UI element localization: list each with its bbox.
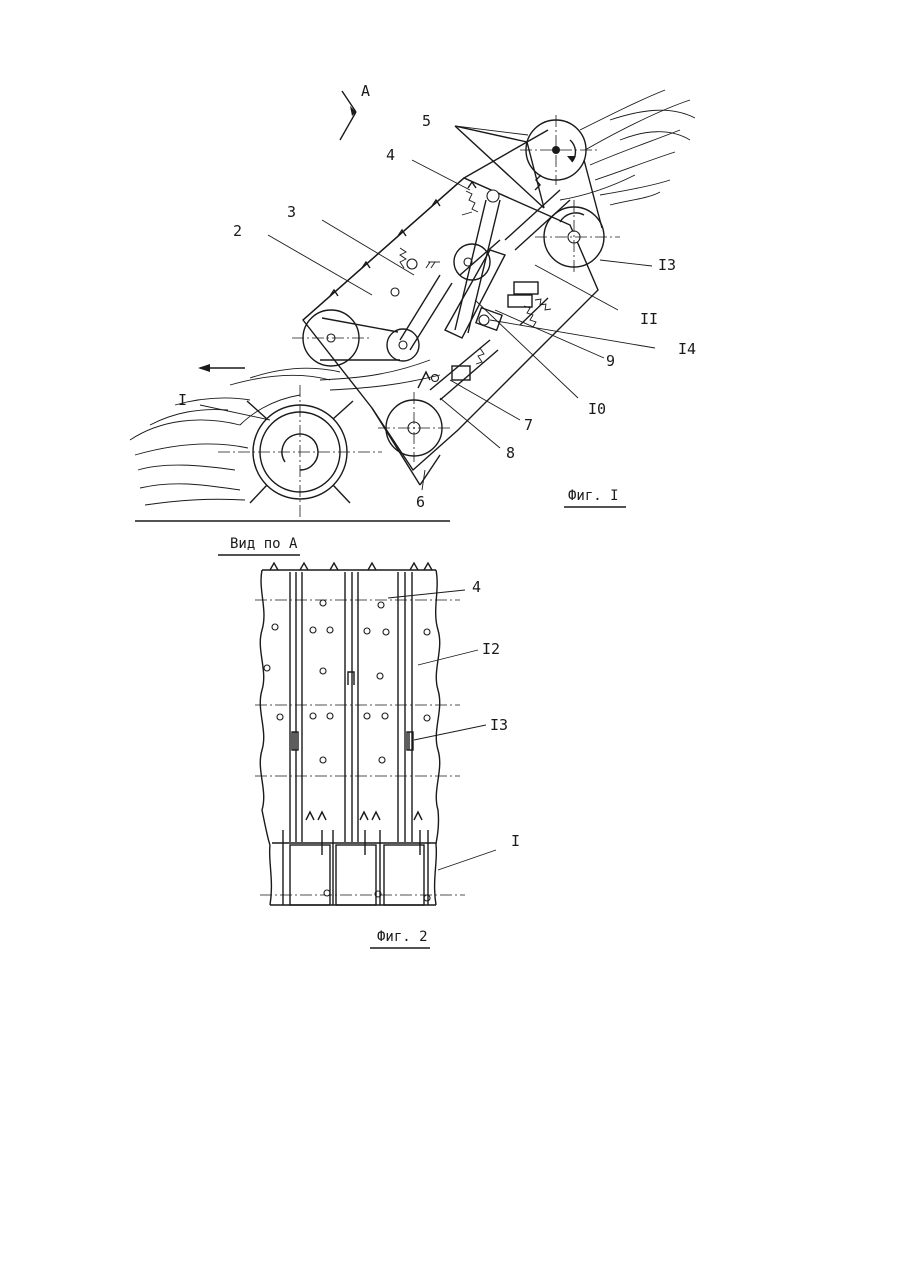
lower-lever-assembly [418,340,498,400]
label-5: 5 [422,112,431,130]
view-arrow-a: А [340,82,370,140]
crop-material-right [560,90,695,205]
crop-material-left [130,360,440,505]
lower-point [372,408,440,485]
label-13-fig2: I3 [490,716,508,734]
label-1-fig2: I [511,832,520,850]
label-7: 7 [524,416,533,434]
drum-segments [270,830,436,905]
label-11: II [640,310,658,328]
center-lines-fig2 [255,600,465,895]
leader-lines-fig1 [200,126,655,490]
label-14: I4 [678,340,696,358]
caption-fig2: Фиг. 2 [377,929,428,945]
label-3: 3 [287,203,296,221]
label-8: 8 [506,444,515,462]
view-title: Вид по А [218,536,300,555]
label-13: I3 [658,256,676,274]
labels-fig2: 4 I2 I3 I [472,578,520,850]
leader-lines-fig2 [388,590,496,870]
flow-arrow-left [198,364,245,372]
label-4-fig2: 4 [472,578,481,596]
figure-1-side-view: А [130,82,696,521]
caption-fig1: Фиг. I [568,488,619,504]
figure-1-caption: Фиг. I [564,488,626,507]
label-4: 4 [386,146,395,164]
bottom-pulley [378,392,450,462]
view-marker-a: А [361,82,370,100]
figure-2-caption: Фиг. 2 [370,929,430,948]
figure-2-view-a: Вид по А [218,536,520,948]
label-9: 9 [606,352,615,370]
label-12-fig2: I2 [482,640,500,658]
belt-strips [262,563,436,842]
label-2: 2 [233,222,242,240]
view-title-text: Вид по А [230,536,298,552]
label-1: I [178,391,187,409]
lever-assembly-3 [391,248,452,350]
upper-right-pulley [535,200,620,275]
conveyor-housing [303,130,598,470]
label-10: I0 [588,400,606,418]
label-6: 6 [416,493,425,511]
